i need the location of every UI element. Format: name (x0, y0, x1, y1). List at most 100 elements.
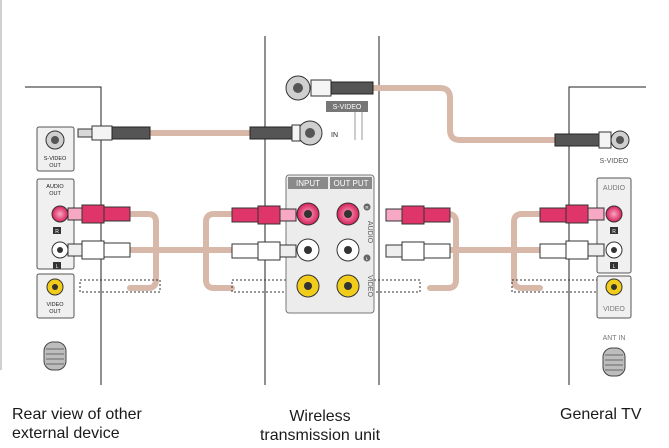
svideo-plug-body (91, 125, 113, 141)
left-video-core (52, 284, 58, 290)
center-unit: S-VIDEO IN INPUT OUT PUT AUDIO VIDEO (231, 75, 451, 314)
center-caption-line-1: Wireless (289, 408, 351, 425)
tv-audio-label: AUDIO (603, 185, 626, 192)
center-in-white-body (257, 241, 281, 261)
left-red-plug-tip (67, 207, 83, 221)
tv-audio-r-jack[interactable] (605, 205, 623, 223)
input-header-bg (288, 177, 328, 189)
tv-red-plug-body (565, 204, 589, 224)
left-l-label: L (56, 264, 59, 270)
center-out-red-body (401, 205, 425, 225)
svg-text:AUDIO: AUDIO (366, 221, 373, 244)
svideo-out-label-1: S-VIDEO (44, 156, 67, 162)
tv-red-plug-grip (539, 207, 567, 223)
center-in-white-grip (231, 243, 259, 259)
center-svideo-badge (326, 101, 368, 112)
center-svideo-plug-body (310, 79, 332, 97)
tv-audio-box (596, 177, 632, 274)
audio-out-label-2: OUT (49, 191, 61, 197)
tv-video-box (596, 275, 632, 319)
left-red-plug-grip (103, 206, 131, 222)
center-input-loop (203, 211, 235, 291)
center-r-label: R (365, 205, 369, 210)
input-label: INPUT (296, 179, 320, 188)
center-in-red-tip (279, 208, 297, 222)
left-r-label: R (55, 229, 59, 235)
center-output-video-core (344, 282, 352, 290)
center-input-l-core (304, 246, 312, 254)
center-audio-side-label: AUDIO (366, 221, 373, 244)
center-in-red-grip (231, 207, 259, 223)
center-svideo-bracket (354, 112, 363, 140)
output-header-bg (330, 177, 372, 189)
left-device-outline (25, 86, 102, 385)
left-device-caption: Rear view of other external device (12, 405, 142, 443)
tv-audio-l-core (611, 247, 617, 253)
svideo-out-label-2: OUT (49, 163, 61, 169)
center-in-label: IN (331, 132, 338, 139)
center-unit-caption: Wireless transmission unit (236, 407, 404, 445)
center-in-video-dotted (231, 279, 293, 293)
svideo-plug-grip (111, 126, 151, 140)
center-out-white-grip (423, 243, 451, 259)
center-svideo-out-core (293, 83, 303, 93)
left-caption-line-1: Rear view of other (12, 406, 142, 423)
left-white-plug-grip (103, 242, 131, 258)
center-l-badge (363, 254, 371, 262)
center-out-red-grip (423, 207, 451, 223)
center-in-white-tip (279, 244, 297, 258)
svg-text:VIDEO: VIDEO (366, 275, 373, 297)
left-l-badge (53, 262, 61, 269)
tv-white-plug-tip (587, 243, 605, 257)
svideo-out-jack-core (51, 136, 59, 144)
left-plugs (67, 125, 151, 260)
tv-svideo-plug-grip (554, 133, 600, 147)
center-input-video-core (304, 282, 312, 290)
tv-white-plug-grip (539, 243, 567, 259)
center-out-white-body (401, 241, 425, 261)
left-audio-l-core (57, 247, 63, 253)
tv-r-badge (610, 227, 618, 234)
center-out-red-tip (385, 208, 403, 222)
tv-svideo-label: S-VIDEO (600, 158, 629, 165)
center-svideo-label: S-VIDEO (333, 104, 362, 111)
tv-ant-in-label: ANT IN (603, 335, 626, 342)
left-video-dotted (79, 279, 161, 293)
center-video-side-label: VIDEO (366, 275, 373, 297)
center-svideo-in-core (305, 128, 315, 138)
left-audio-r-jack[interactable] (51, 205, 69, 223)
center-l-label: L (366, 256, 369, 261)
left-r-badge (53, 227, 61, 234)
left-device-panel: S-VIDEO OUT AUDIO OUT R L VIDEO OUT (36, 126, 75, 371)
video-out-label-1: VIDEO (46, 302, 64, 308)
tv-video-core (611, 284, 617, 290)
tv-caption: General TV (560, 406, 642, 423)
center-in-red-body (257, 205, 281, 225)
tv-red-plug-tip (587, 207, 605, 221)
tv-audio-loop (511, 211, 543, 291)
center-caption-line-2: transmission unit (259, 427, 381, 444)
output-label: OUT PUT (334, 179, 369, 188)
tv-svideo-core (616, 136, 624, 144)
svideo-cable-2 (370, 85, 558, 143)
svideo-plug-tip (77, 128, 93, 138)
center-output-r-core (344, 210, 352, 218)
tv-l-label: L (613, 264, 616, 270)
center-output-l-core (344, 246, 352, 254)
tv-white-plug-body (565, 240, 589, 260)
left-ant-connector (43, 341, 67, 371)
center-svideo-plug-grip (330, 81, 374, 95)
tv-l-badge (610, 262, 618, 269)
tv-r-label: R (612, 229, 616, 235)
video-out-box (36, 273, 75, 319)
left-white-plug-body (81, 240, 105, 260)
tv-ant-connector (602, 347, 626, 377)
left-red-plug-body (81, 204, 105, 224)
center-input-r-core (304, 210, 312, 218)
tv-outline (568, 86, 646, 385)
tv-video-label: VIDEO (603, 306, 625, 313)
center-out-white-tip (385, 244, 403, 258)
center-in-plug-grip (249, 126, 293, 140)
